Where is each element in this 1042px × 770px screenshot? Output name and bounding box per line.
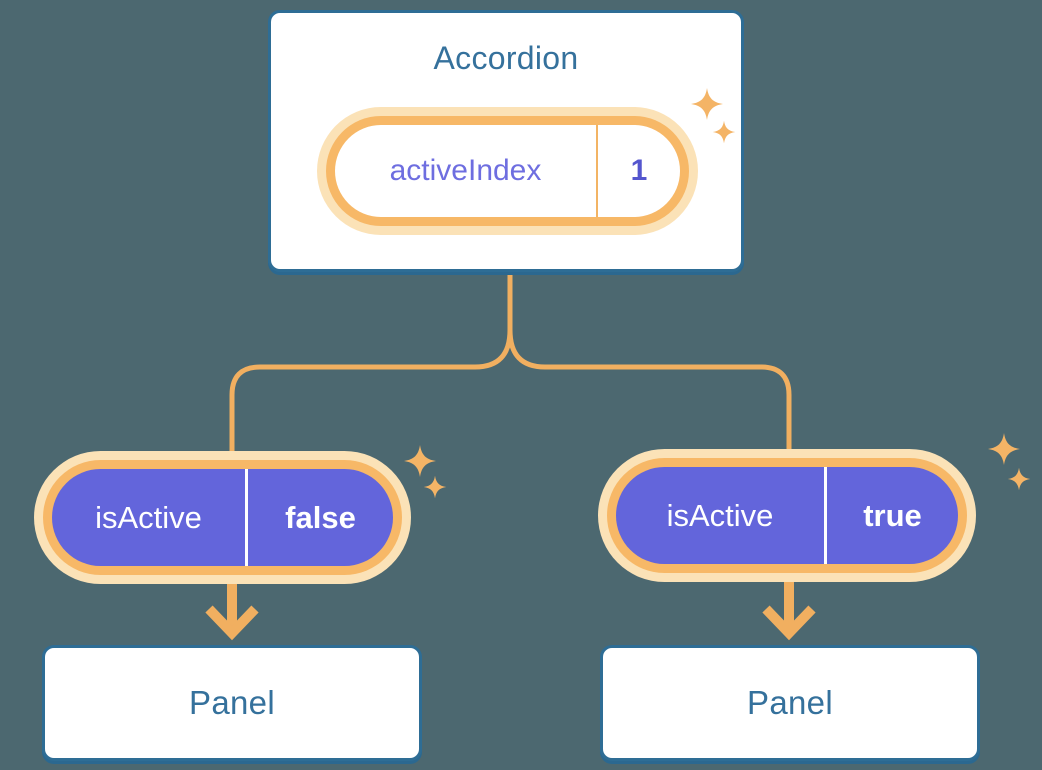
prop-pill-divider [245, 469, 248, 566]
sparkle-icon [1007, 467, 1031, 491]
panel-card-left: Panel [42, 645, 422, 761]
prop-pill-label: isActive [95, 499, 202, 535]
sparkle-icon [404, 445, 436, 477]
accordion-card-title: Accordion [433, 40, 579, 76]
state-pill-value: 1 [630, 154, 648, 187]
state-pill-ring: activeIndex 1 [326, 116, 689, 226]
panel-label: Panel [747, 684, 833, 721]
prop-pill-label: isActive [666, 497, 774, 533]
sparkle-icon [988, 433, 1020, 465]
prop-pill-value: true [863, 497, 922, 533]
branch-right-line [507, 272, 792, 560]
state-pill-label: activeIndex [389, 154, 542, 187]
prop-pill-ring: isActive true [607, 458, 967, 573]
prop-pill-value: false [285, 499, 356, 535]
prop-pill-ring: isActive false [43, 460, 402, 575]
sparkle-icon [691, 88, 723, 120]
prop-pill-divider [824, 467, 827, 564]
branch-left-line [229, 272, 513, 560]
panel-label: Panel [189, 684, 275, 721]
sparkle-icon [423, 475, 447, 499]
panel-card-right: Panel [600, 645, 980, 761]
state-pill-activeindex: activeIndex 1 [317, 107, 698, 235]
arrow-down-icon [205, 605, 259, 641]
state-pill-divider [596, 125, 598, 217]
prop-pill-isactive-false: isActive false [34, 451, 411, 584]
arrow-down-icon [762, 605, 816, 641]
sparkle-icon [712, 120, 736, 144]
prop-pill-isactive-true: isActive true [598, 449, 976, 582]
